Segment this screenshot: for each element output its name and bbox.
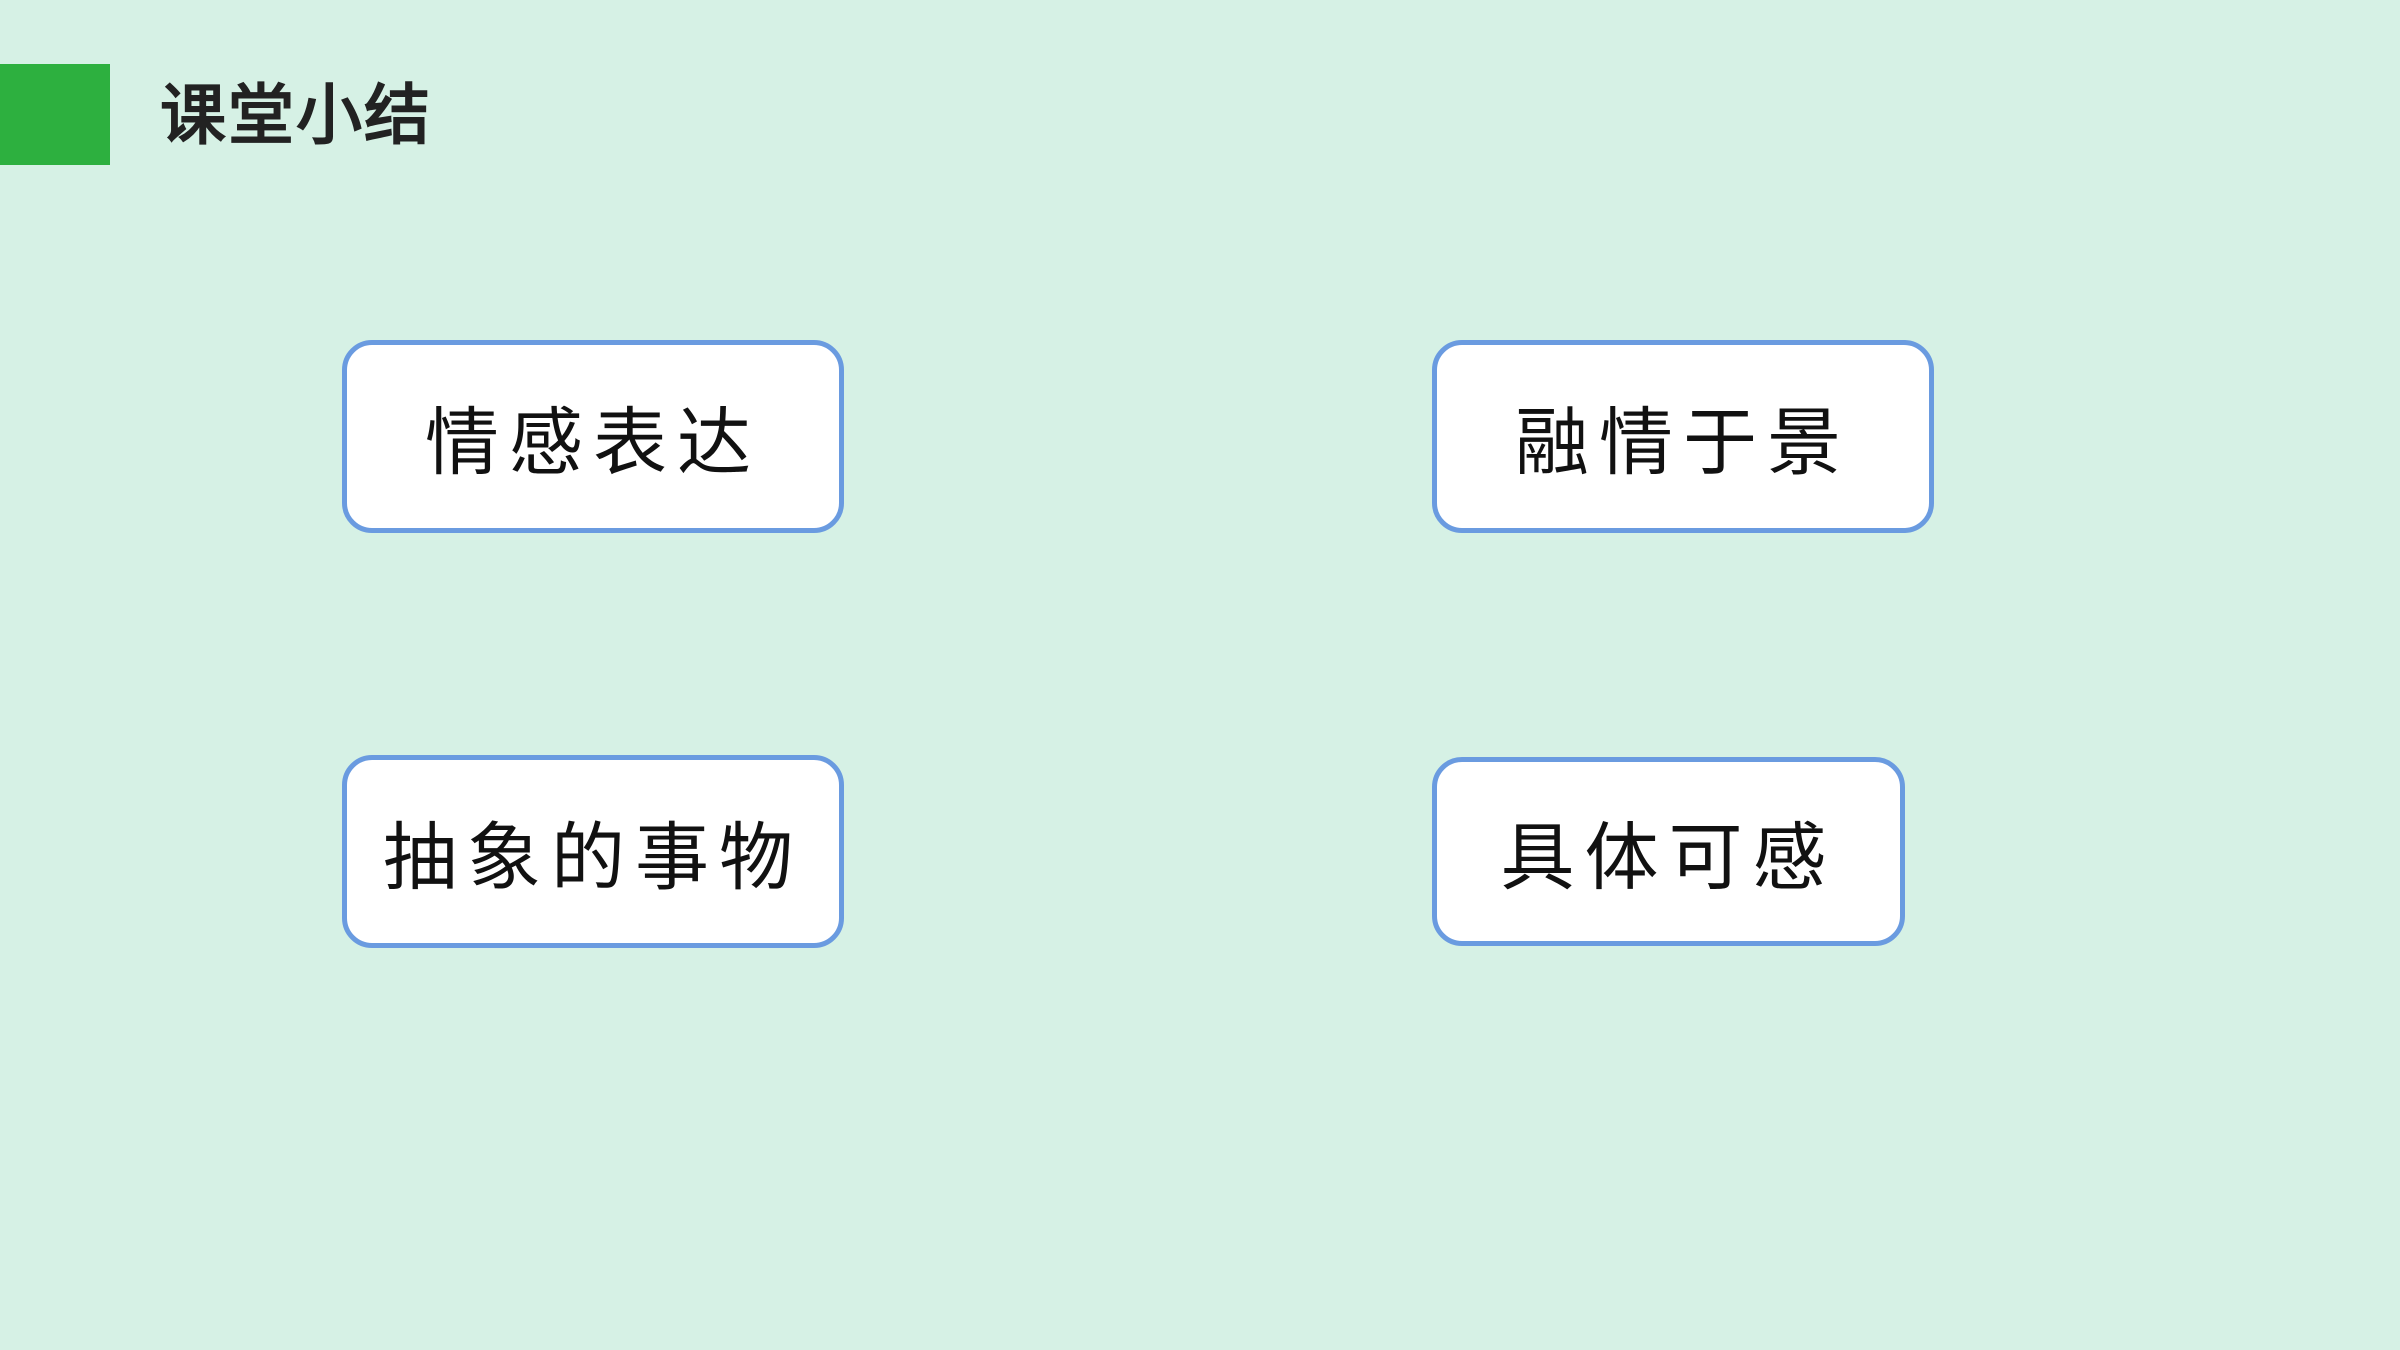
card-emotional-expression: 情感表达 <box>342 340 844 533</box>
slide-title: 课堂小结 <box>160 77 432 154</box>
card-label: 具体可感 <box>1500 815 1837 901</box>
card-emotion-in-scenery: 融情于景 <box>1432 340 1934 533</box>
card-concrete-perceptible: 具体可感 <box>1432 757 1905 946</box>
title-accent-bar <box>0 64 110 165</box>
card-label: 抽象的事物 <box>383 815 803 901</box>
card-label: 融情于景 <box>1515 400 1851 486</box>
card-label: 情感表达 <box>425 400 761 486</box>
card-abstract-things: 抽象的事物 <box>342 755 844 948</box>
